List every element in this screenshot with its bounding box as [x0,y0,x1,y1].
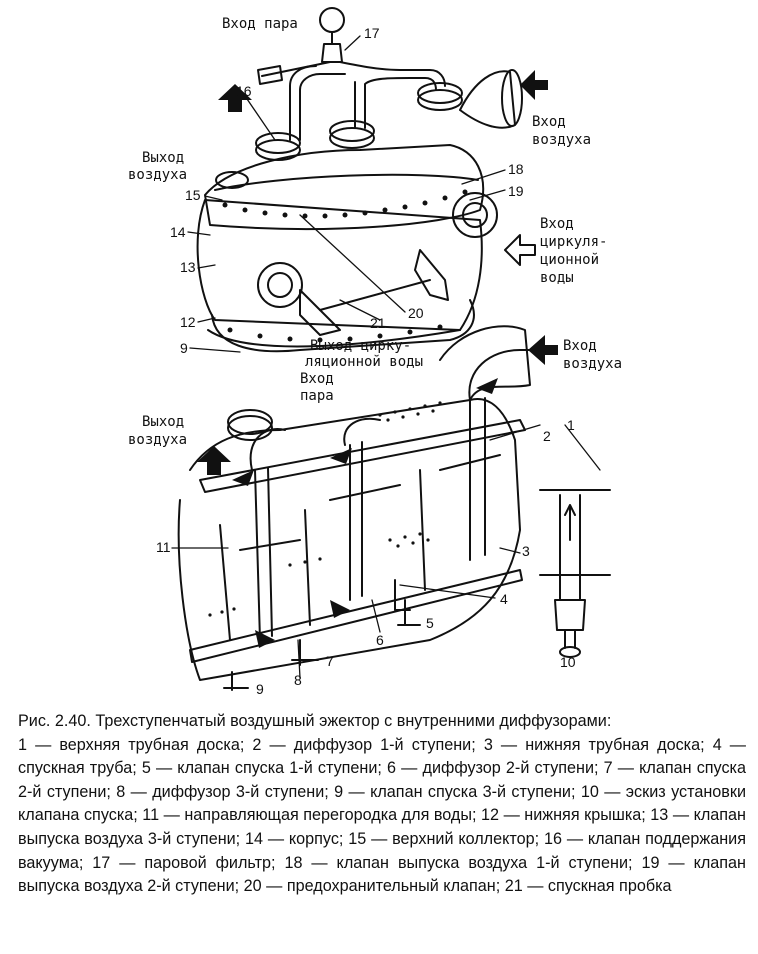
air-in-arrow-mid [528,335,558,365]
drain-valve-2 [291,639,319,666]
label-air-in-mid-2: воздуха [563,356,622,372]
diffuser-stage-3 [249,428,286,641]
label-circ-in-3: ционной [540,252,599,268]
steam-nozzle-flange-2 [329,127,375,149]
part-number-12: 12 [180,314,196,330]
part-number-4: 4 [500,591,508,607]
steam-pipe [261,61,446,141]
steam-inlet-pipe [257,65,283,85]
ejector-figure: Вход пара Выход воздуха Вход воздуха Вхо… [128,7,622,697]
label-air-in-top-2: воздуха [532,132,591,148]
part-number-6: 6 [376,632,384,648]
part-number-20: 20 [408,305,424,321]
part-number-19: 19 [508,183,524,199]
drain-valve-1 [397,599,421,626]
part-number-9: 9 [256,681,264,697]
drain-valve-3 [223,671,249,691]
part-number-17: 17 [364,25,380,41]
lower-cover [211,299,475,353]
cutaway-shell [177,398,521,681]
circ-water-outlet-flange [257,262,303,308]
part-number-14: 14 [170,224,186,240]
part-number-2: 2 [543,428,551,444]
air-outlet-left [215,171,249,189]
label-circ-out-1: Выход цирку- [310,338,411,354]
label-steam-in-mid-2: пара [300,388,334,404]
leader-lines [171,35,601,679]
air-inlet-duct [459,70,516,129]
part-number-3: 3 [522,543,530,559]
part-number-21: 21 [370,315,386,331]
part-number-16: 16 [236,83,252,99]
label-circ-out-2: ляционной воды [305,354,423,370]
label-air-in-mid-1: Вход [563,338,597,354]
ejector-body [196,199,483,331]
steam-nozzle-flange-1 [255,139,301,161]
part-number-13: 13 [180,259,196,275]
water-baffle [219,469,426,641]
support-leg [299,249,449,336]
drain-valve-sketch [539,489,611,658]
label-air-out-mid-1: Выход [142,414,184,430]
label-air-out-left-2: воздуха [128,167,187,183]
drain-pipe [394,579,411,611]
air-outlet-cutaway [227,415,273,441]
air-in-arrow-top [520,70,548,100]
air-out-arrow-mid [197,446,231,475]
part-number-15: 15 [185,187,201,203]
part-number-5: 5 [426,615,434,631]
part-number-11: 11 [156,539,171,555]
steam-nozzle-flange-3 [417,89,463,111]
diffuser-stage-1 [468,349,541,561]
caption-title: Рис. 2.40. Трехступенчатый воздушный эже… [18,712,612,730]
label-air-in-top-1: Вход [532,114,566,130]
lower-tube-plate [189,569,523,663]
circ-water-inlet-flange [452,192,498,238]
label-air-out-mid-2: воздуха [128,432,187,448]
label-circ-in-4: воды [540,270,574,286]
label-circ-in-2: циркуля- [540,234,607,250]
figure-caption: Рис. 2.40. Трехступенчатый воздушный эже… [18,710,746,899]
caption-legend: 1 — верхняя трубная доска; 2 — диффузор … [18,735,746,896]
circ-in-arrow [504,234,536,266]
part-number-8: 8 [294,672,302,688]
ejector-cutaway-view [177,325,611,691]
diffuser-stage-2 [343,417,381,601]
part-number-9-top: 9 [180,340,188,356]
label-steam-in-top: Вход пара [222,16,298,32]
part-number-10: 10 [560,654,576,670]
part-number-7: 7 [326,653,334,669]
label-air-out-left-1: Выход [142,150,184,166]
part-number-1: 1 [567,417,575,433]
label-circ-in-1: Вход [540,216,574,232]
part-number-18: 18 [508,161,524,177]
label-steam-in-mid-1: Вход [300,371,334,387]
ejector-exterior-view [196,7,548,353]
pressure-gauge [319,7,345,33]
air-out-arrow-top [218,84,252,112]
